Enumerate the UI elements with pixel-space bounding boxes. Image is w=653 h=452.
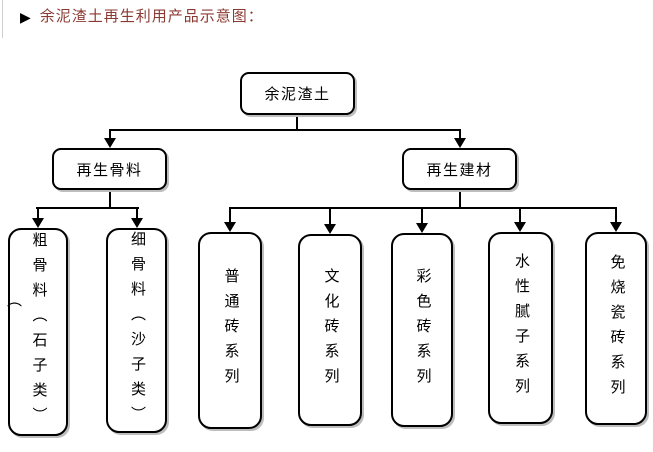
node-leaf-color-brick: 彩色砖系列 [391,233,453,427]
connector-leaf7-stub [615,207,617,224]
arrowhead-leaf4 [324,224,336,234]
arrowhead-leaf1 [32,218,44,228]
node-branch-aggregate: 再生骨料 [52,148,167,190]
connector-leaf6-stub [519,207,521,224]
arrowhead-leaf6 [514,222,526,232]
node-leaf-coarse-aggregate: （ 粗骨料（石子类） [5,228,68,436]
node-leaf-culture-brick: 文化砖系列 [298,234,362,426]
arrowhead-leaf5 [416,223,428,233]
node-root-label: 余泥渣土 [264,87,331,103]
node-leaf-putty: 水性腻子系列 [488,232,553,424]
connector-leaf2-stub [136,207,138,220]
arrowhead-leaf3 [224,222,236,232]
connector-branch2-stem [459,190,461,209]
connector-root-stem [296,114,298,131]
connector-leaf3-stub [229,207,231,224]
title-row: ▶ 余泥渣土再生利用产品示意图： [20,8,264,28]
overflow-paren-artifact: （ [5,292,21,307]
node-leaf-label: 普通砖系列 [222,268,239,393]
arrowhead-branch1 [104,138,116,148]
node-leaf-label: 免烧瓷砖系列 [608,253,625,404]
connector-branch2-stub [459,129,461,140]
connector-leaf1-stub [37,207,39,220]
node-leaf-fine-aggregate: 细骨料（沙子类） [106,228,167,433]
node-leaf-unfired-tile: 免烧瓷砖系列 [585,232,647,425]
page-edge-line [2,0,3,38]
node-leaf-label: 彩色砖系列 [414,267,431,393]
node-leaf-label: 水性腻子系列 [513,253,529,403]
connector-branch1-stem [109,190,111,209]
node-branch-material: 再生建材 [402,148,517,190]
node-leaf-label: 文化砖系列 [322,267,339,393]
connector-level1-hline [109,129,461,131]
node-root: 余泥渣土 [240,72,355,115]
page-title: 余泥渣土再生利用产品示意图： [39,9,264,25]
connector-leaf4-stub [329,207,331,226]
connector-branch1-hline [36,207,139,209]
node-leaf-label: 细骨料（沙子类） [129,230,145,431]
node-branch-aggregate-label: 再生骨料 [76,162,143,179]
connector-branch1-stub [109,129,111,140]
node-leaf-common-brick: 普通砖系列 [198,232,262,429]
bullet-triangle-icon: ▶ [20,9,31,26]
connector-leaf5-stub [421,207,423,225]
arrowhead-leaf2 [131,218,143,228]
connector-branch2-hline [229,207,617,209]
arrowhead-leaf7 [610,222,622,232]
arrowhead-branch2 [454,138,466,148]
node-leaf-label: 粗骨料（石子类） [30,232,47,432]
node-branch-material-label: 再生建材 [426,162,493,179]
